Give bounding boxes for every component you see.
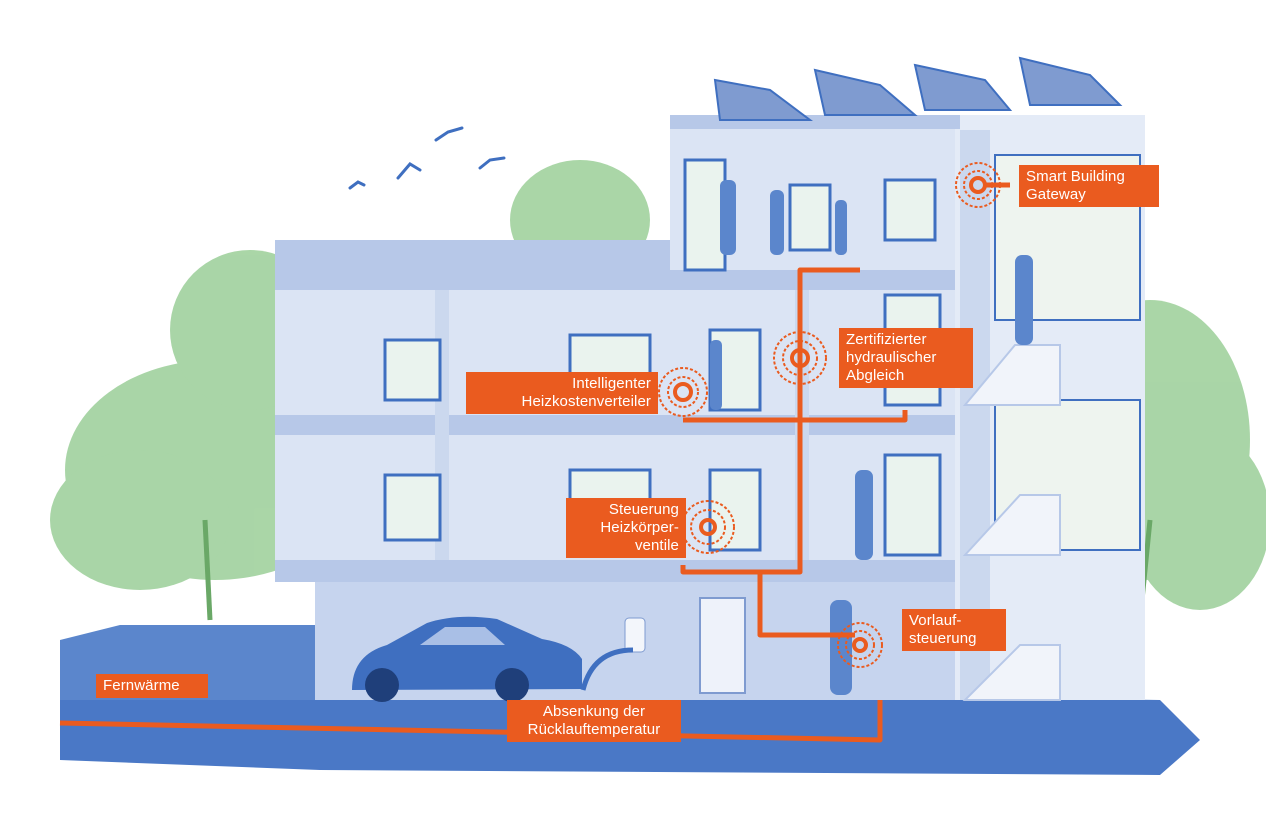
windows [383, 158, 942, 557]
label-heizkoerperventile: Steuerung Heizkörper- ventile [566, 498, 686, 558]
stairs [962, 344, 1061, 701]
birds [348, 126, 506, 190]
label-heizkostenverteiler: Intelligenter Heizkostenverteiler [466, 372, 658, 414]
sensor-vorlauf [837, 622, 883, 668]
heating-pipes [59, 182, 1010, 743]
label-hydraulischer-abgleich: Zertifizierter hydraulischer Abgleich [839, 328, 973, 388]
electrical-cabinet [699, 597, 746, 694]
label-ruecklauftemperatur: Absenkung der Rücklauftemperatur [507, 700, 681, 742]
wallbox [580, 617, 646, 691]
sensor-heizkosten [658, 367, 708, 417]
sensor-gateway [955, 162, 1001, 208]
sensor-rings [658, 162, 1001, 668]
label-vorlaufsteuerung: Vorlauf- steuerung [902, 609, 1006, 651]
people [710, 180, 1033, 695]
label-smart-building-gateway: Smart Building Gateway [1019, 165, 1159, 207]
electric-car [352, 616, 582, 702]
label-fernwaerme: Fernwärme [96, 674, 208, 698]
interior-walls [435, 130, 990, 700]
solar-panels [713, 56, 1123, 121]
sensor-abgleich [773, 331, 827, 385]
